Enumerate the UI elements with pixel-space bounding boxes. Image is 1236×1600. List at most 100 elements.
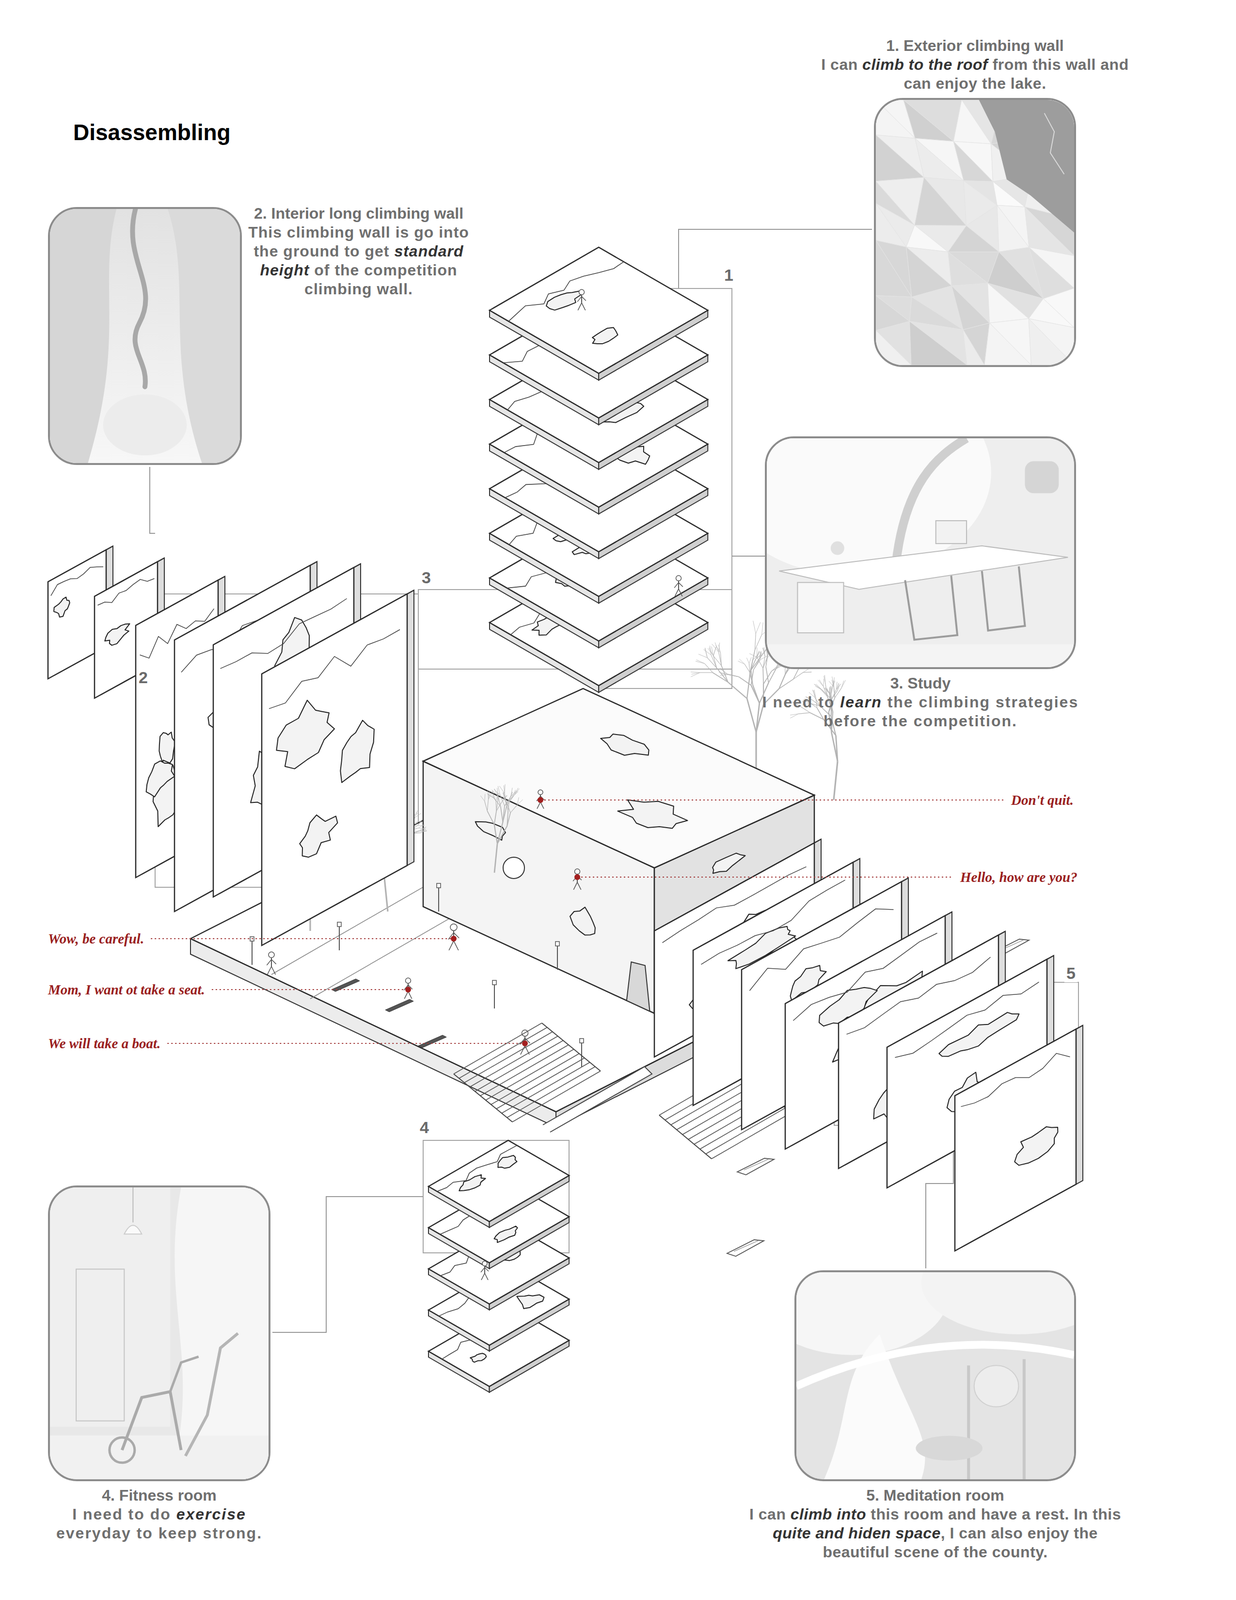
person-figure	[577, 302, 586, 311]
tree-branch	[814, 683, 821, 689]
tree-branch	[750, 659, 756, 670]
crevice	[132, 208, 146, 387]
tree-branch	[825, 687, 831, 694]
stair-edge	[541, 1022, 601, 1071]
tree-branch	[705, 647, 708, 658]
rock-facet	[903, 99, 962, 142]
floor-light	[103, 394, 187, 456]
tree-branch	[719, 674, 729, 676]
wall-contour	[895, 981, 1040, 1057]
stair-step	[453, 1022, 542, 1074]
tree-branch	[480, 795, 485, 802]
leader-dot	[574, 873, 581, 880]
branch	[1044, 112, 1065, 175]
tree-branch	[755, 652, 763, 659]
wall-contour	[97, 578, 155, 605]
tree-branch	[500, 806, 504, 823]
seat	[974, 1364, 1019, 1407]
tree-branch	[720, 667, 728, 674]
bench	[385, 998, 414, 1012]
tree-branch	[420, 828, 427, 833]
render-ground	[49, 208, 240, 463]
tree-branch	[420, 830, 428, 833]
leader-dot	[405, 986, 412, 993]
rock-facet	[909, 321, 968, 365]
image-panel: 1. Exterior climbing wallI can climb to …	[873, 97, 1077, 367]
tree-branch	[728, 681, 747, 699]
leader-dot	[537, 796, 544, 803]
interior-rendering	[766, 438, 1075, 667]
rock-facet	[914, 177, 967, 226]
person-figure	[574, 868, 581, 874]
jagged-opening	[494, 1225, 518, 1243]
caption-body: I need to do exercise everyday to keep s…	[50, 1504, 269, 1543]
tree-branch	[803, 671, 812, 673]
jagged-opening	[158, 731, 175, 766]
tree-branch	[499, 785, 505, 793]
leader-line	[678, 229, 872, 289]
street-lamp	[492, 980, 497, 985]
speech-text: Hello, how are you?	[958, 868, 1080, 886]
window	[1025, 460, 1060, 493]
tree-branch	[761, 622, 764, 635]
caption-body: This climbing wall is go into the ground…	[246, 222, 471, 299]
chair	[904, 575, 958, 640]
jagged-opening	[712, 853, 745, 874]
person-figure	[676, 575, 682, 581]
emphasis: climb into	[790, 1505, 867, 1523]
jagged-opening	[299, 814, 338, 857]
person-figure	[577, 296, 587, 302]
rock-facet	[1028, 318, 1075, 365]
street-lamp	[338, 925, 340, 951]
speech-leaders	[150, 796, 1005, 1046]
boat	[737, 1157, 775, 1175]
floor-plate	[428, 1140, 570, 1222]
speech-leader	[167, 1042, 525, 1044]
tree-branch	[484, 801, 488, 811]
tree-branch	[738, 660, 745, 664]
diagram-title: Disassembling	[73, 119, 231, 146]
stair-edge	[659, 1114, 712, 1159]
person-figure	[579, 289, 585, 295]
person-figure	[450, 923, 458, 931]
callout-number: 3	[419, 568, 433, 587]
monitor	[935, 520, 967, 544]
tree-branch	[746, 657, 749, 664]
tree-branch	[823, 678, 824, 686]
person-figure	[482, 1260, 488, 1266]
tree-branch	[713, 646, 717, 656]
tree-branch	[762, 667, 764, 684]
street-lamp	[579, 1038, 584, 1043]
boat	[727, 1239, 764, 1256]
callout-number: 2	[136, 667, 150, 687]
caption: 3. StudyI need to learn the climbing str…	[745, 673, 1095, 731]
wall-contour	[269, 629, 400, 709]
tree-branch	[750, 658, 756, 670]
pillar	[1022, 1358, 1026, 1479]
person-figure	[266, 959, 276, 966]
tree-branch	[384, 877, 388, 912]
tree-branch	[716, 667, 729, 682]
pendant-lamp	[124, 1224, 142, 1234]
caption-body: I need to learn the climbing strategies …	[745, 692, 1095, 731]
tree-branch	[727, 673, 740, 677]
render-ground	[875, 99, 1075, 365]
stair-step	[496, 1057, 585, 1109]
wall	[49, 1187, 171, 1427]
tree-branch	[750, 659, 753, 670]
tree-branch	[500, 794, 506, 806]
tree-branch	[491, 789, 498, 796]
floor	[766, 644, 1075, 667]
tree-branch	[698, 653, 708, 658]
street-lamp	[337, 921, 342, 927]
climbing-wall-panel	[954, 1029, 1077, 1252]
tree-branch	[494, 810, 497, 825]
stair-step	[475, 1040, 564, 1092]
caption-heading: 2. Interior long climbing wall	[246, 204, 471, 223]
wall-contour	[961, 1053, 1071, 1107]
jagged-opening	[938, 1012, 1019, 1057]
render-ground	[49, 1187, 269, 1479]
stair-step	[480, 1044, 569, 1096]
tree-branch	[836, 683, 841, 690]
